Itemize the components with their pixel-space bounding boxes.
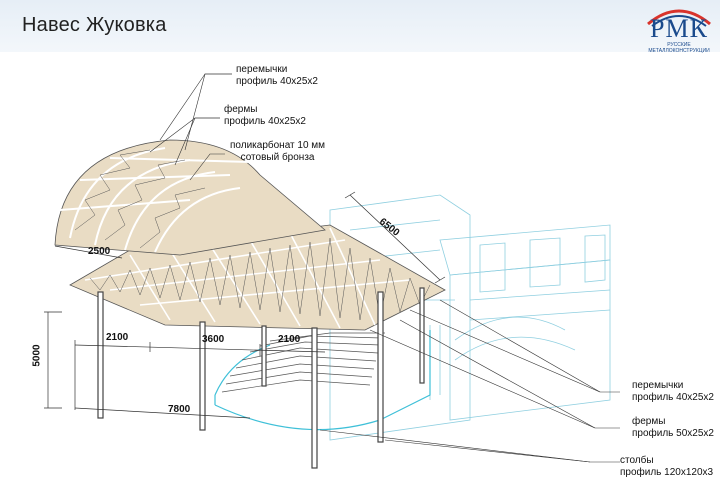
callout-top-trusses-line1: фермы [224,104,258,115]
callout-top-trusses-line2: профиль 40х25х2 [224,116,306,127]
callout-polycarbonate-line1: поликарбонат 10 мм [230,140,326,151]
callout-right-trusses-line2: профиль 50х25х2 [632,428,714,439]
dimension-span-right: 2100 [278,334,301,345]
callout-top-bridges-line1: перемычки [236,64,288,75]
dimension-span-left: 2100 [106,332,129,343]
page-title: Навес Жуковка [22,14,167,36]
callout-polycarbonate: поликарбонат 10 мм сотовый бронза [230,140,325,164]
callout-right-posts-line1: столбы [620,455,654,466]
callout-right-posts: столбы профиль 120х120х3 [620,455,713,479]
company-logo: РМК РУССКИЕ МЕТАЛЛОКОНСТРУКЦИИ [640,2,718,54]
callout-top-trusses: фермы профиль 40х25х2 [224,104,306,128]
logo-arc-icon [647,9,711,27]
callout-top-bridges: перемычки профиль 40х25х2 [236,64,318,88]
dimension-length: 7800 [168,404,191,415]
callout-right-bridges: перемычки профиль 40х25х2 [632,380,714,404]
dimension-width-top: 2500 [88,246,111,257]
dimension-height: 5000 [31,344,43,367]
dimension-lines [44,191,446,419]
callout-right-bridges-line2: профиль 40х25х2 [632,392,714,403]
callout-right-posts-line2: профиль 120х120х3 [620,467,714,478]
callout-polycarbonate-line2: сотовый бронза [240,152,315,163]
logo-text: РМК [650,14,708,43]
callout-right-trusses-line1: фермы [632,416,666,427]
logo-subtitle: РУССКИЕ МЕТАЛЛОКОНСТРУКЦИИ [648,42,710,54]
header-bar: Навес Жуковка РМК РУССКИЕ МЕТАЛЛОКОНСТРУ… [0,0,720,54]
callout-right-trusses: фермы профиль 50х25х2 [632,416,714,440]
arched-roof [54,139,326,256]
leader-lines [149,73,620,463]
staircase [214,330,431,431]
dimension-span-mid: 3600 [202,334,225,345]
building-outline [329,194,611,441]
stair-steps [221,332,385,393]
callout-top-bridges-line2: профиль 40х25х2 [236,76,318,87]
support-posts [97,287,425,469]
callout-right-bridges-line1: перемычки [632,380,684,391]
